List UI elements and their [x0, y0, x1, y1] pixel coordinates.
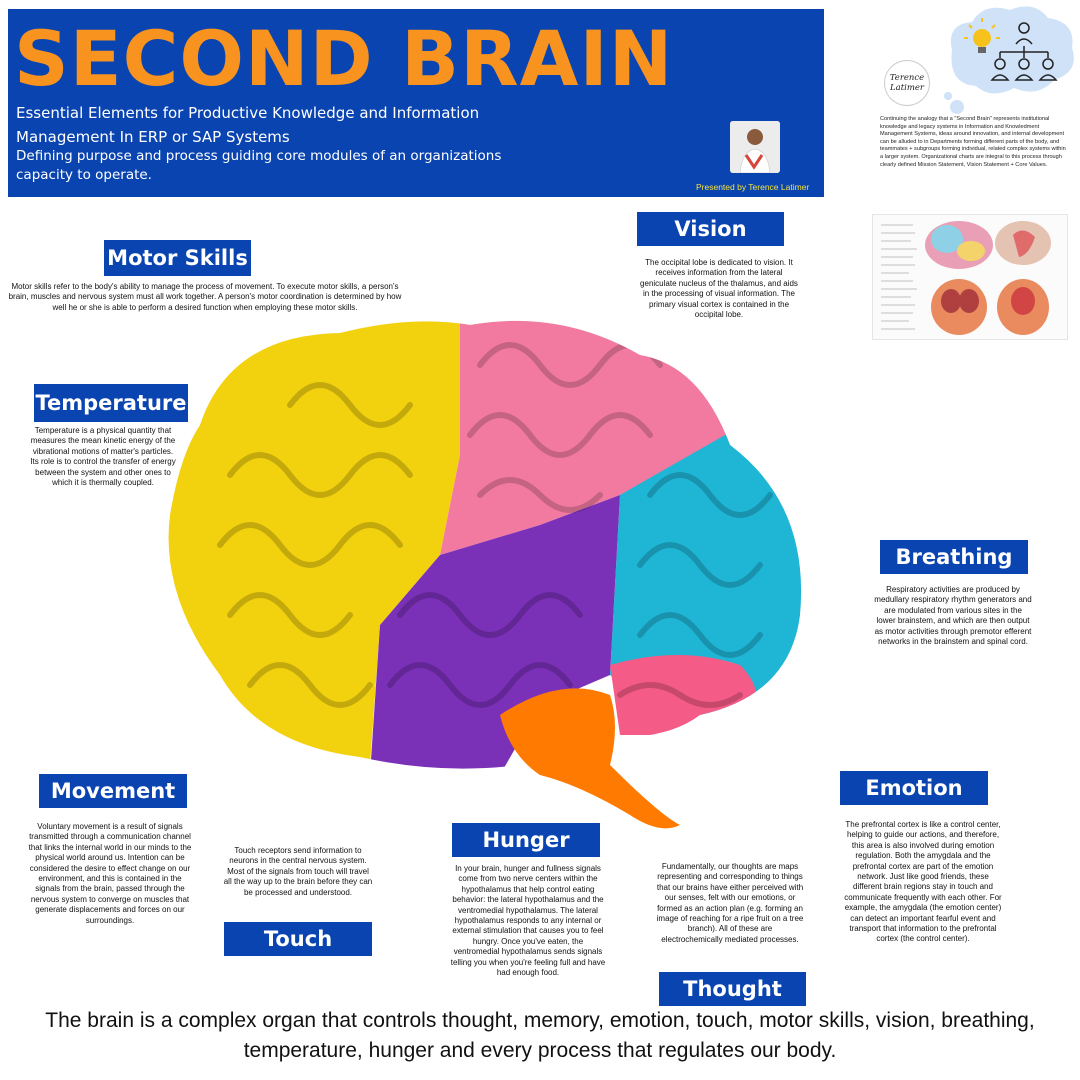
page-title: SECOND BRAIN [14, 14, 674, 103]
footer-summary: The brain is a complex organ that contro… [45, 1009, 1035, 1062]
motor-skills-description: Motor skills refer to the body's ability… [8, 282, 402, 312]
temperature-label: Temperature [34, 384, 188, 422]
thought-description: Fundamentally, our thoughts are maps rep… [656, 862, 804, 944]
header-banner: SECOND BRAIN Essential Elements for Prod… [8, 9, 824, 197]
hunger-label: Hunger [452, 823, 600, 857]
temperature-description: Temperature is a physical quantity that … [30, 426, 176, 488]
touch-description: Touch receptors send information to neur… [223, 846, 373, 897]
logo-line-1: Terence [889, 73, 925, 83]
motor-skills-label: Motor Skills [104, 240, 251, 276]
movement-description: Voluntary movement is a result of signal… [28, 822, 192, 925]
author-logo: Terence Latimer [884, 60, 930, 106]
emotion-description: The prefrontal cortex is like a control … [844, 820, 1002, 944]
movement-label: Movement [39, 774, 187, 808]
hunger-description: In your brain, hunger and fullness signa… [450, 864, 606, 978]
clay-brain-illustration [168, 320, 802, 829]
subtitle: Essential Elements for Productive Knowle… [16, 104, 480, 146]
org-chart-cloud-icon [944, 6, 1074, 114]
subtitle-purpose: Defining purpose and process guiding cor… [16, 148, 502, 183]
emotion-label: Emotion [840, 771, 988, 805]
presenter-caption: Presented by Terence Latimer [696, 182, 810, 192]
vision-label: Vision [637, 212, 784, 246]
second-brain-analogy-note: Continuing the analogy that a "Second Br… [880, 116, 1066, 168]
vision-description: The occipital lobe is dedicated to visio… [640, 258, 798, 320]
breathing-label: Breathing [880, 540, 1028, 574]
thought-label: Thought [659, 972, 806, 1006]
touch-label: Touch [224, 922, 372, 956]
breathing-description: Respiratory activities are produced by m… [874, 585, 1032, 647]
brain-anatomy-chart [872, 214, 1068, 340]
logo-line-2: Latimer [890, 83, 924, 93]
presenter-photo [730, 121, 780, 173]
